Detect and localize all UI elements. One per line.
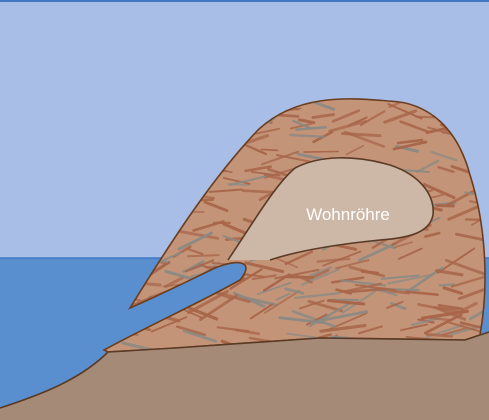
twig-stroke: [304, 152, 338, 153]
twig-stroke: [427, 334, 452, 336]
chamber-label: Wohnröhre: [306, 205, 390, 224]
twig-stroke: [262, 150, 278, 151]
twig-stroke: [440, 284, 454, 285]
twig-stroke: [188, 255, 219, 256]
twig-stroke: [437, 206, 454, 207]
